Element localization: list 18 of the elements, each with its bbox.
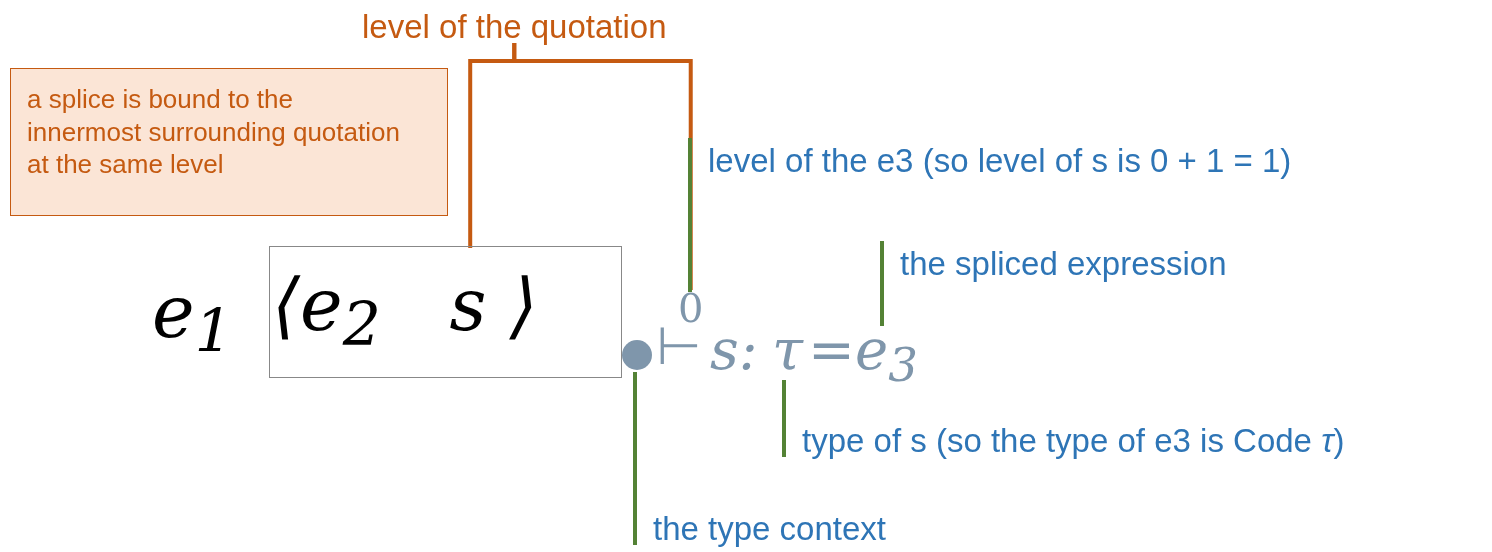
spliced-expression: e$_{3}$ xyxy=(855,322,918,389)
bracket-caption: level of the quotation xyxy=(362,10,667,43)
annotation: the spliced expression xyxy=(900,247,1227,280)
leader-line xyxy=(633,372,637,545)
quotation-box: ⟨e$_{2}$ s ⟩ xyxy=(269,246,622,378)
annotation: type of s (so the type of e3 is Code τ) xyxy=(802,424,1345,457)
bracket-line xyxy=(512,43,693,290)
formula-term: e$_{1}$ xyxy=(152,276,233,362)
equals-sign: = xyxy=(808,322,855,378)
note-box: a splice is bound to the innermost surrounding quotation at the same level xyxy=(10,68,448,216)
formula-variable: s: xyxy=(710,322,758,378)
type-symbol: τ xyxy=(772,322,803,378)
annotation: the type context xyxy=(653,512,886,545)
annotation: level of the e3 (so level of s is 0 + 1 = 1) xyxy=(708,144,1292,177)
leader-line xyxy=(688,138,692,292)
leader-line xyxy=(880,241,884,326)
context-dot xyxy=(622,340,652,370)
leader-line xyxy=(782,380,786,457)
